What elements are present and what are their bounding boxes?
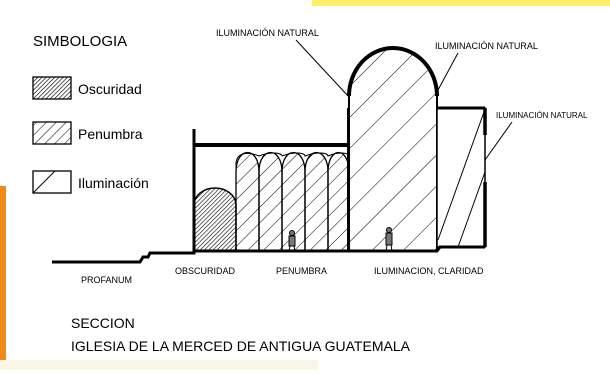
zone-label-profanum: PROFANUM [81,275,132,285]
left-accent-bar [0,186,6,370]
nave-arcade [235,152,350,252]
figure-penumbra [288,230,296,252]
legend-label-penumbra: Penumbra [78,126,143,142]
zone-label-obscuridad: OBSCURIDAD [175,266,236,276]
legend-swatch-dark [32,76,72,100]
light-label-right: ILUMINACIÓN NATURAL [496,111,588,120]
dark-chapel [193,187,237,252]
legend-label-dark: Oscuridad [78,81,142,97]
light-pointers [295,39,513,161]
legend-label-light: Iluminación [78,175,149,191]
legend-swatch-light-hatch [32,170,56,194]
church-section [52,46,487,264]
legend-title: SIMBOLOGIA [33,33,127,50]
caption-title: SECCION [71,315,135,331]
zone-label-claridad: ILUMINACION, CLARIDAD [374,266,484,276]
top-accent-bar [312,0,610,6]
ground-line [52,245,485,264]
legend-swatch-light [32,170,72,194]
zone-label-penumbra: PENUMBRA [276,266,327,276]
light-label-dome: ILUMINACIÓN NATURAL [435,41,538,51]
bottom-accent-bar [0,360,318,370]
dome-arc [347,46,439,97]
figure-claridad [385,227,393,252]
light-label-left: ILUMINACIÓN NATURAL [216,28,319,38]
legend-swatch-penumbra [32,121,72,145]
caption-subtitle: IGLESIA DE LA MERCED DE ANTIGUA GUATEMAL… [71,338,411,354]
